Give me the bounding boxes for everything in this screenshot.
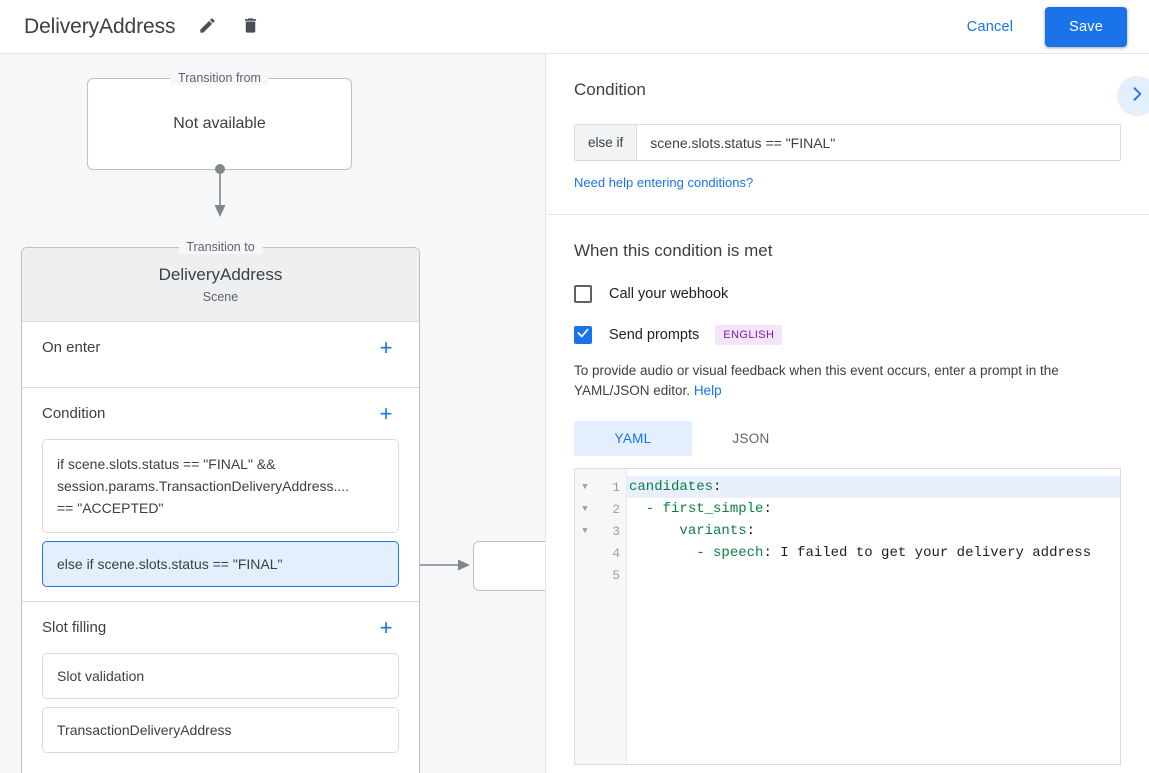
content-area: Transition from Not available Transition… <box>0 54 1149 773</box>
transition-from-title: Not available <box>173 115 266 132</box>
line-number: 4 <box>612 545 620 561</box>
save-button[interactable]: Save <box>1045 6 1127 47</box>
cancel-button[interactable]: Cancel <box>953 11 1027 43</box>
condition-expression-input[interactable] <box>637 125 1120 160</box>
condition-chip-selected[interactable]: else if scene.slots.status == "FINAL" <box>42 541 399 587</box>
condition-chip-line: if scene.slots.status == "FINAL" && <box>57 456 276 472</box>
when-met-heading: When this condition is met <box>574 241 773 260</box>
send-prompts-checkbox[interactable] <box>574 326 592 344</box>
line-number: 3 <box>612 523 620 539</box>
gutter-line[interactable]: ▼ 2 <box>575 498 626 520</box>
transition-to-legend: Transition to <box>178 240 263 254</box>
yaml-editor[interactable]: ▼ 1 ▼ 2 ▼ 3 4 <box>574 468 1121 765</box>
section-slot-filling: Slot filling + Slot validation Transacti… <box>22 602 419 767</box>
when-condition-met-section: When this condition is met Call your web… <box>546 215 1149 773</box>
code-indent <box>629 501 646 517</box>
section-title-condition: Condition <box>42 405 106 422</box>
code-line[interactable] <box>627 564 1120 586</box>
transition-from-node[interactable]: Transition from Not available <box>87 71 352 170</box>
code-line[interactable]: candidates: <box>627 476 1120 498</box>
code-key: candidates <box>629 479 714 495</box>
line-number: 1 <box>612 479 620 495</box>
detail-panel: Condition else if Need help entering con… <box>545 54 1149 773</box>
section-header-condition: Condition + <box>42 388 399 439</box>
code-rest: : <box>713 479 722 495</box>
prompts-helper-sentence: To provide audio or visual feedback when… <box>574 363 1059 398</box>
call-webhook-checkbox[interactable] <box>574 285 592 303</box>
scene-node-header: DeliveryAddress Scene <box>22 248 419 322</box>
page-title: DeliveryAddress <box>24 14 176 38</box>
code-indent <box>629 523 679 539</box>
code-rest: : <box>746 523 756 539</box>
section-title-on-enter: On enter <box>42 339 101 356</box>
tab-yaml[interactable]: YAML <box>574 421 692 456</box>
send-prompts-label: Send prompts <box>609 327 700 343</box>
scene-node-title: DeliveryAddress <box>158 265 283 284</box>
code-line[interactable]: variants: <box>627 520 1120 542</box>
add-slot-filling-button[interactable]: + <box>379 614 393 640</box>
condition-chip-line: else if scene.slots.status == "FINAL" <box>57 556 283 572</box>
condition-chip-line: == "ACCEPTED" <box>57 500 164 516</box>
fold-arrow-icon[interactable]: ▼ <box>582 526 588 536</box>
section-title-slot-filling: Slot filling <box>42 619 107 636</box>
scene-graph-canvas[interactable]: Transition from Not available Transition… <box>0 54 545 773</box>
condition-chip-line: session.params.TransactionDeliveryAddres… <box>57 478 350 494</box>
transition-target-stub-node[interactable] <box>473 541 545 591</box>
fold-arrow-icon[interactable]: ▼ <box>582 482 588 492</box>
call-webhook-label: Call your webhook <box>609 286 729 302</box>
gutter-line[interactable]: ▼ 1 <box>575 476 626 498</box>
condition-chip[interactable]: if scene.slots.status == "FINAL" && sess… <box>42 439 399 533</box>
check-icon <box>576 326 590 345</box>
code-key: variants <box>679 523 747 539</box>
code-rest: : I failed to get your delivery address <box>763 545 1092 561</box>
edit-name-button[interactable] <box>191 11 223 43</box>
code-line[interactable]: - speech: I failed to get your delivery … <box>627 542 1120 564</box>
slot-label: TransactionDeliveryAddress <box>57 722 232 738</box>
prompts-helper-text: To provide audio or visual feedback when… <box>574 361 1121 401</box>
code-line[interactable]: - first_simple: <box>627 498 1120 520</box>
code-rest: : <box>763 501 772 517</box>
chevron-right-icon <box>1127 84 1147 109</box>
section-header-slot-filling: Slot filling + <box>42 602 399 653</box>
gutter-line[interactable]: 5 <box>575 564 626 586</box>
slot-validation-label: Slot validation <box>57 668 145 684</box>
condition-help-link[interactable]: Need help entering conditions? <box>574 175 754 190</box>
condition-prefix-label: else if <box>575 125 638 160</box>
language-badge: ENGLISH <box>715 325 783 345</box>
tab-json[interactable]: JSON <box>732 431 770 446</box>
editor-format-tabs: YAML JSON <box>574 421 1121 456</box>
section-condition: Condition + if scene.slots.status == "FI… <box>22 388 419 602</box>
trash-icon <box>241 16 260 38</box>
editor-code-area[interactable]: candidates: - first_simple: variants: - … <box>627 469 1120 764</box>
add-condition-button[interactable]: + <box>379 400 393 426</box>
line-number: 2 <box>612 501 620 517</box>
send-prompts-row[interactable]: Send prompts ENGLISH <box>574 325 1121 345</box>
scene-node-subtitle: Scene <box>202 290 239 304</box>
transition-from-legend: Transition from <box>170 71 269 85</box>
webhook-row[interactable]: Call your webhook <box>574 285 1121 303</box>
condition-section: Condition else if Need help entering con… <box>546 54 1149 215</box>
slot-validation-chip[interactable]: Slot validation <box>42 653 399 699</box>
section-header-on-enter: On enter + <box>42 322 399 373</box>
condition-heading: Condition <box>574 80 646 99</box>
condition-field-row[interactable]: else if <box>574 124 1121 161</box>
editor-gutter: ▼ 1 ▼ 2 ▼ 3 4 <box>575 469 627 764</box>
top-app-bar: DeliveryAddress Cancel Save <box>0 0 1149 54</box>
section-on-enter: On enter + <box>22 322 419 388</box>
pencil-icon <box>198 16 217 38</box>
delete-button[interactable] <box>234 11 266 43</box>
transition-to-node[interactable]: Transition to DeliveryAddress Scene On e… <box>21 240 420 773</box>
slot-chip[interactable]: TransactionDeliveryAddress <box>42 707 399 753</box>
code-key: - first_simple <box>645 501 764 517</box>
add-on-enter-button[interactable]: + <box>379 334 393 360</box>
collapse-panel-button[interactable] <box>1117 76 1149 116</box>
line-number: 5 <box>612 567 620 583</box>
fold-arrow-icon[interactable]: ▼ <box>582 504 588 514</box>
code-indent <box>629 545 696 561</box>
gutter-line[interactable]: 4 <box>575 542 626 564</box>
gutter-line[interactable]: ▼ 3 <box>575 520 626 542</box>
prompts-help-link[interactable]: Help <box>693 383 722 398</box>
code-key: - speech <box>696 545 764 561</box>
